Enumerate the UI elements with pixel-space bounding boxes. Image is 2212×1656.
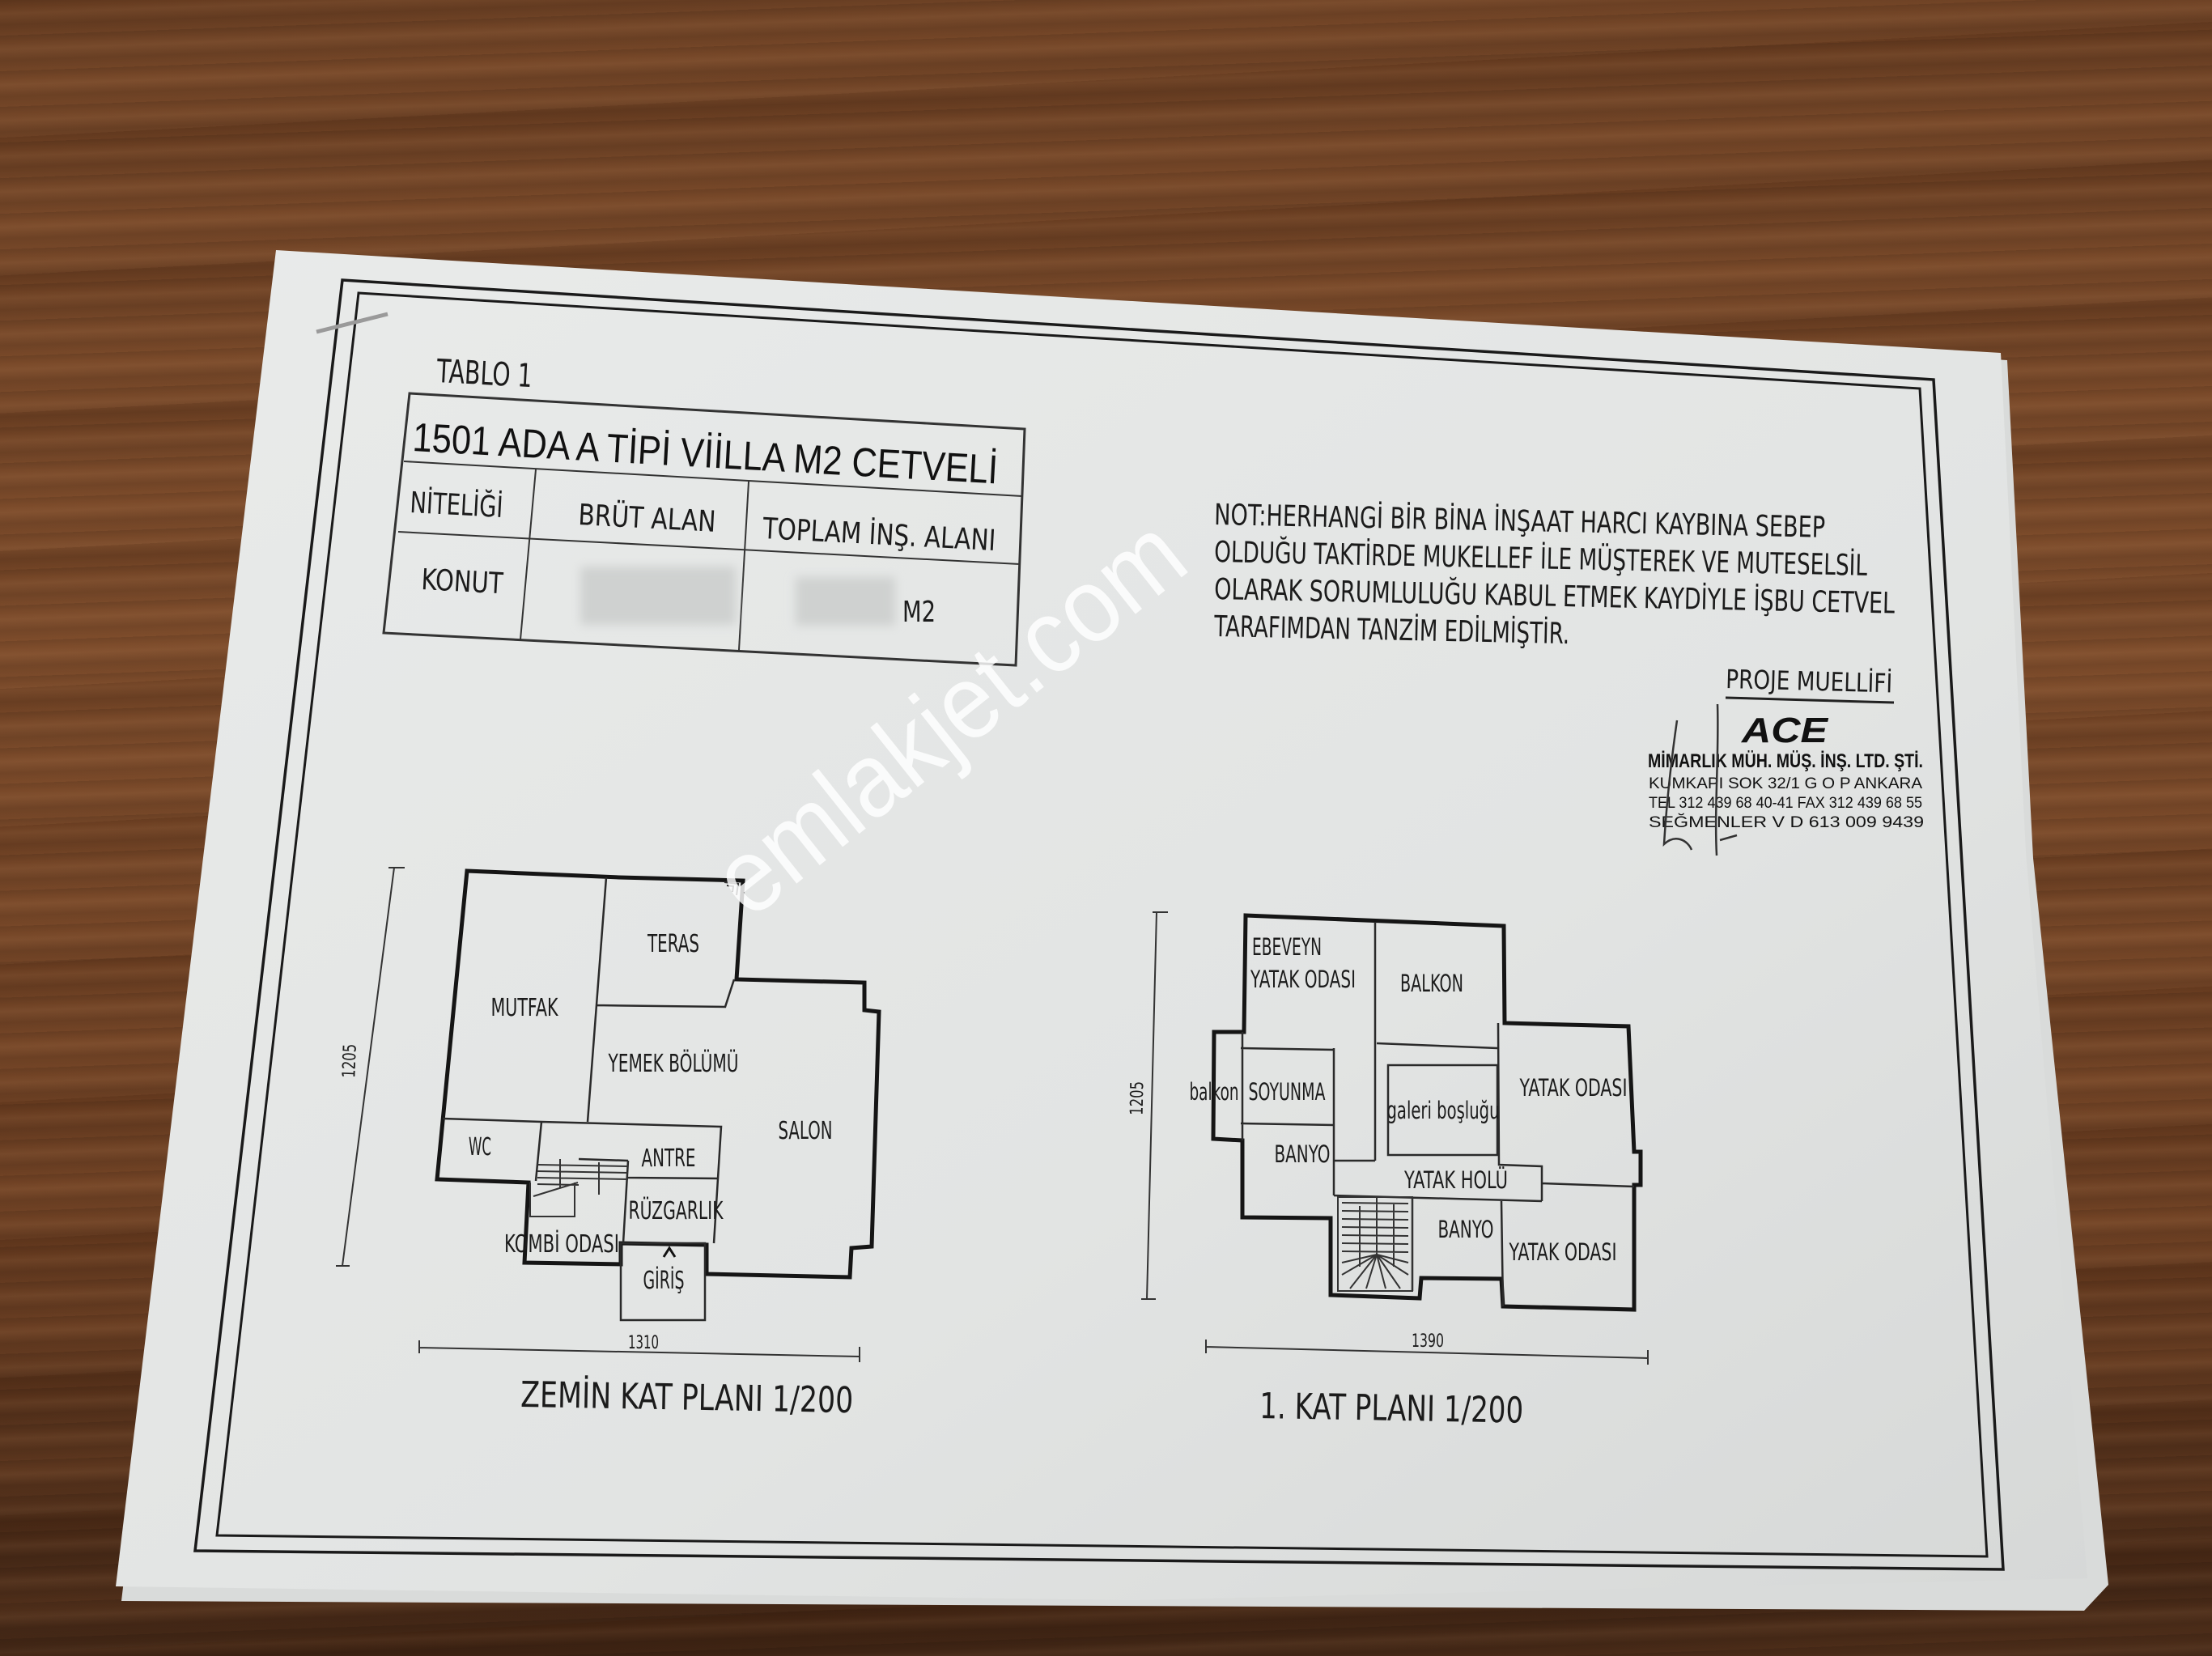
staple [316, 312, 388, 334]
cell-toplam-unit: M2 [902, 596, 936, 629]
stamp-phone: TEL 312 439 68 40-41 FAX 312 439 68 55 [1649, 795, 1922, 812]
drawing-frame-outer [193, 278, 2005, 1571]
redacted-toplam-alan [796, 577, 895, 626]
galeri-void [1386, 1064, 1499, 1157]
first-floor-plan: EBEVEYN YATAK ODASI BALKON balkon SOYUNM… [1127, 911, 1649, 1432]
room-label: SALON [779, 1117, 833, 1145]
height-dimension-line [336, 867, 405, 1267]
room-label: YATAK HOLÜ [1403, 1166, 1508, 1194]
cell-niteligi: KONUT [421, 563, 505, 601]
height-dimension-line [1141, 911, 1168, 1300]
room-label: EBEVEYN [1252, 933, 1322, 961]
ground-floor-plan: TERAS MUTFAK YEMEK BÖLÜMÜ SALON WC ANTRE… [336, 867, 881, 1421]
room-label: galeri boşluğu [1387, 1097, 1500, 1124]
stamp-heading: PROJE MUELLİFİ [1726, 664, 1893, 698]
room-label: ANTRE [642, 1144, 696, 1173]
room-label: RÜZGARLIK [629, 1196, 724, 1225]
table-label: TABLO 1 [435, 353, 533, 395]
room-label: YATAK ODASI [1509, 1238, 1617, 1266]
room-label: KOMBİ ODASI [504, 1229, 619, 1259]
plan-caption: 1. KAT PLANI 1/200 [1259, 1386, 1524, 1432]
width-dimension: 1390 [1412, 1331, 1444, 1352]
plan-caption: ZEMİN KAT PLANI 1/200 [520, 1374, 854, 1421]
room-label: YATAK ODASI [1250, 966, 1356, 993]
room-label: BANYO [1438, 1216, 1494, 1243]
ground-stairs [529, 1159, 629, 1217]
room-label: BANYO [1275, 1140, 1331, 1168]
stamp-tax-office: SEĞMENLER V D 613 009 9439 [1649, 813, 1924, 831]
room-label: BALKON [1400, 970, 1463, 997]
room-label: balkon [1190, 1078, 1239, 1106]
architect-stamp: PROJE MUELLİFİ ACE MİMARLIK MÜH. MÜŞ. İN… [1648, 664, 1924, 856]
room-label: YATAK ODASI [1519, 1074, 1628, 1102]
height-dimension: 1205 [1127, 1081, 1148, 1115]
drawing-frame-inner [215, 291, 1989, 1558]
room-label: YEMEK BÖLÜMÜ [608, 1049, 739, 1078]
giris-porch [619, 1242, 707, 1322]
room-label: MUTFAK [491, 994, 559, 1022]
width-dimension-line [1205, 1340, 1649, 1365]
room-label: TERAS [647, 930, 699, 958]
signature [1662, 703, 1738, 856]
room-label: WC [469, 1133, 491, 1161]
room-label: GİRİŞ [643, 1266, 685, 1295]
stamp-address: KUMKAPI SOK 32/1 G O P ANKARA [1649, 775, 1922, 792]
room-label: SOYUNMA [1249, 1078, 1326, 1106]
width-dimension: 1310 [628, 1333, 659, 1353]
entry-arrow-icon [662, 1246, 677, 1258]
ace-logo: ACE [1741, 711, 1829, 750]
header-niteligi: NİTELİĞİ [410, 486, 504, 524]
first-stairs [1337, 1196, 1413, 1292]
redacted-brut-alan [580, 567, 736, 625]
stamp-company: MİMARLIK MÜH. MÜŞ. İNŞ. LTD. ŞTİ. [1648, 750, 1923, 772]
height-dimension: 1205 [339, 1043, 360, 1078]
header-brut-alan: BRÜT ALAN [578, 498, 717, 539]
width-dimension-line [418, 1340, 860, 1362]
note-line: TARAFIMDAN TANZİM EDİLMİŞTİR. [1213, 609, 1570, 651]
